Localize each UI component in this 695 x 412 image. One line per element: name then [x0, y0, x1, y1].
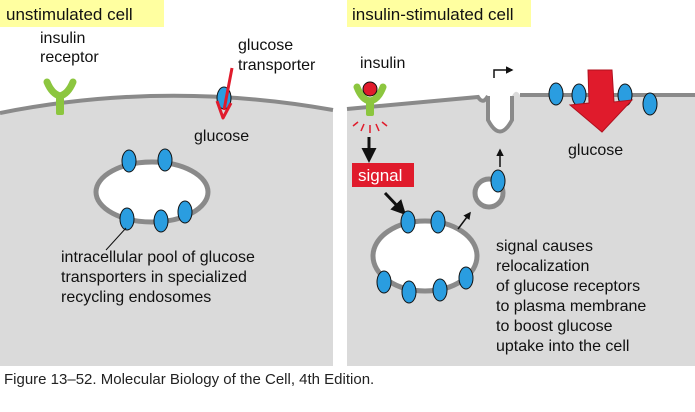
explanation-line5: to boost glucose — [496, 318, 613, 335]
explanation-line3: of glucose receptors — [496, 278, 640, 295]
left-title-box — [0, 0, 164, 27]
right-endosome — [370, 218, 480, 294]
insulin-bound-receptor-icon — [353, 81, 387, 116]
endosome-transporter-icon — [430, 210, 446, 234]
endosome-transporter-icon — [400, 210, 416, 234]
transporter-label-line2: transporter — [238, 57, 316, 74]
receptor-label-line1: insulin — [40, 30, 85, 47]
endosome-transporter-icon — [157, 148, 173, 172]
endosome-transporter-icon — [458, 266, 474, 290]
left-plasma-membrane — [0, 93, 334, 115]
right-title-box — [347, 0, 531, 27]
left-title: unstimulated cell — [6, 5, 133, 24]
pool-label-line1: intracellular pool of glucose — [61, 249, 255, 266]
right-panel: insulin-stimulated cell insulin signal — [346, 0, 695, 366]
figure-caption: Figure 13–52. Molecular Biology of the C… — [4, 371, 375, 388]
signal-to-endosome-arrow-icon — [383, 191, 407, 216]
endosome-to-vesicle-arrow-icon — [457, 211, 471, 230]
pool-label-line3: recycling endosomes — [61, 289, 211, 306]
glucose-influx-arrow-icon — [568, 69, 634, 133]
vesicle-transporter-icon — [490, 169, 506, 193]
explanation-line2: relocalization — [496, 258, 589, 275]
explanation-line1: signal causes — [496, 238, 593, 255]
left-glucose-label: glucose — [194, 128, 249, 145]
explanation-line6: uptake into the cell — [496, 338, 629, 355]
membrane-transporter-icon — [571, 83, 587, 107]
right-title: insulin-stimulated cell — [352, 5, 514, 24]
signal-box — [352, 163, 414, 187]
transporter-label-line1: glucose — [238, 37, 293, 54]
explanation-line4: to plasma membrane — [496, 298, 646, 315]
signal-label: signal — [358, 166, 402, 185]
fusing-vesicle — [486, 96, 514, 134]
right-glucose-label: glucose — [568, 142, 623, 159]
glucose-entry-arrow-icon — [215, 67, 234, 120]
insulin-receptor-icon — [43, 78, 77, 115]
left-cytoplasm — [0, 95, 333, 366]
membrane-transporter-icon — [642, 92, 658, 116]
endosome-transporter-icon — [401, 280, 417, 304]
membrane-transporter-icon — [548, 82, 564, 106]
right-cytoplasm — [347, 91, 695, 366]
insulin-label: insulin — [360, 55, 405, 72]
endosome-transporter-icon — [153, 209, 169, 233]
fusion-arrow-icon — [493, 66, 514, 78]
endosome-transporter-icon — [121, 149, 137, 173]
insulin-molecule-icon — [362, 81, 378, 97]
pool-label-line2: transporters in specialized — [61, 269, 247, 286]
endosome-transporter-icon — [177, 200, 193, 224]
receptor-label-line2: receptor — [40, 49, 99, 66]
pool-pointer-line — [105, 227, 127, 251]
endosome-transporter-icon — [376, 270, 392, 294]
left-panel: unstimulated cell insulin receptor gluco… — [0, 0, 334, 366]
activation-rays-icon — [352, 121, 388, 133]
endosome-transporter-icon — [119, 207, 135, 231]
endosome-transporter-icon — [432, 278, 448, 302]
